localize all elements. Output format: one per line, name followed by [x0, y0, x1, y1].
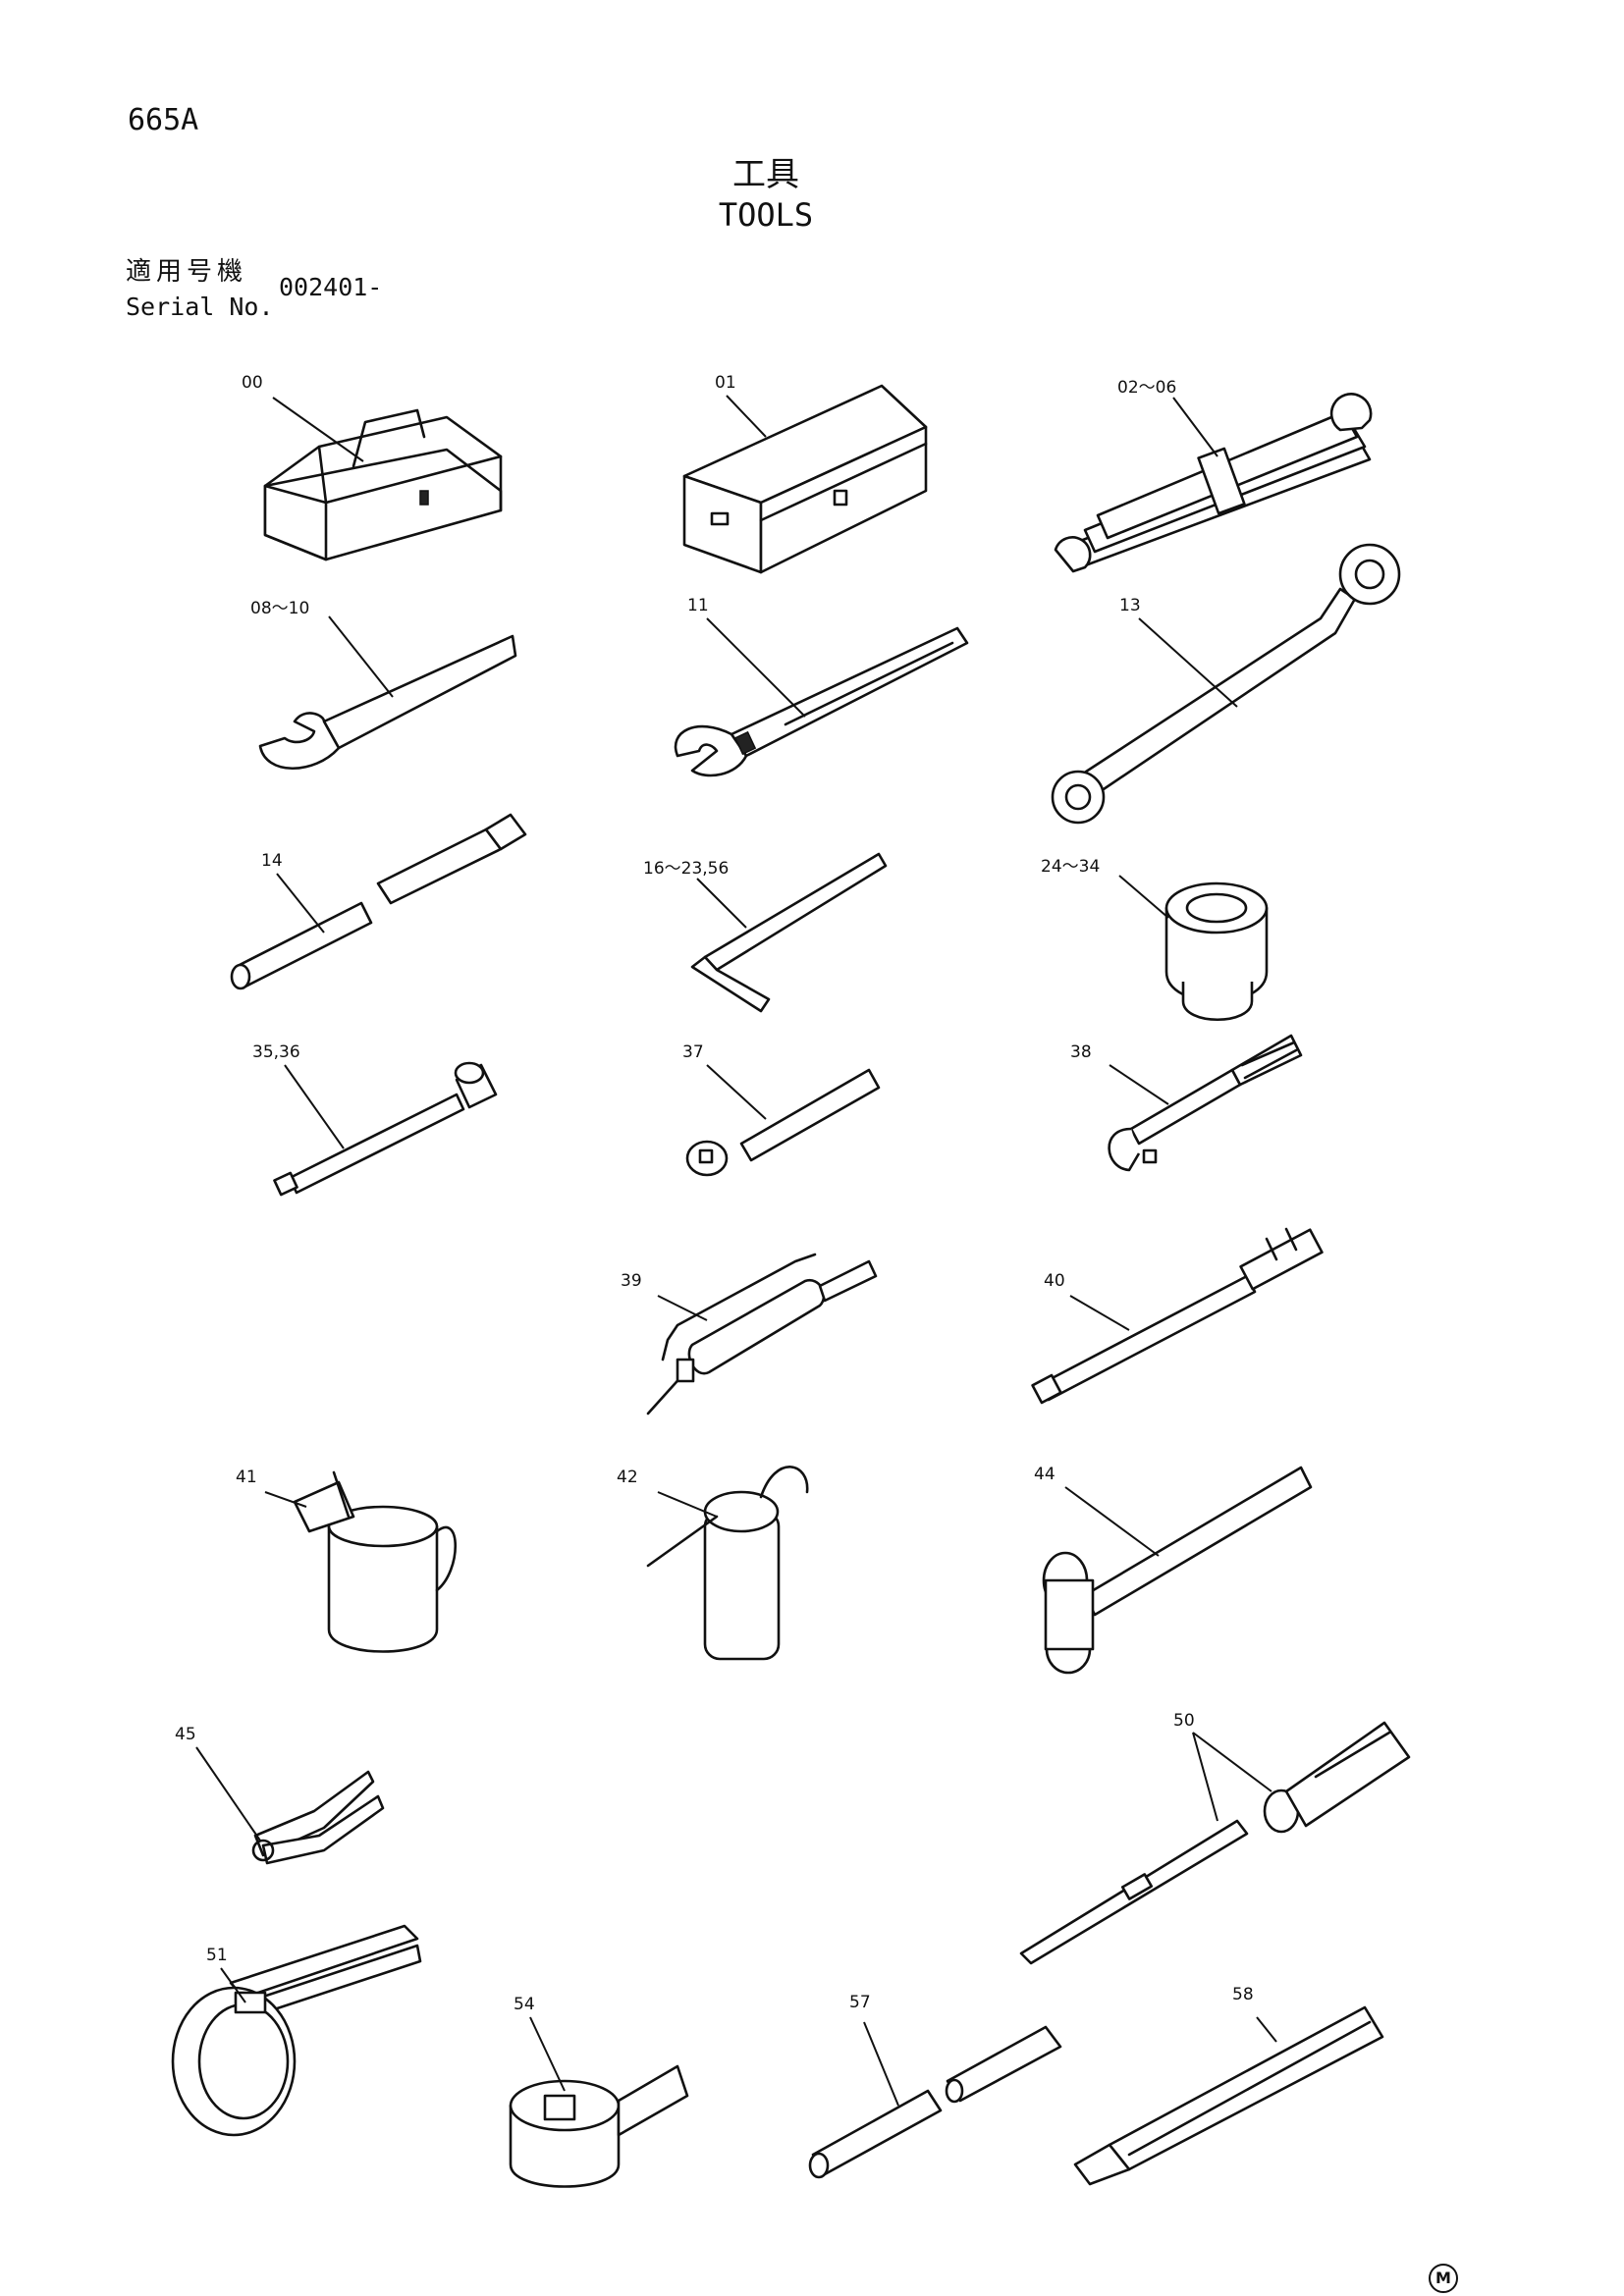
callout-label: 57 — [849, 1993, 871, 2012]
filter-wrench-drawing — [171, 1924, 422, 2137]
callout-label: 38 — [1070, 1042, 1092, 1062]
page-code: 665A — [128, 103, 199, 137]
callout-leader-lines — [195, 395, 1277, 2107]
callout-label: 11 — [687, 596, 709, 615]
bar-drawing — [230, 813, 527, 990]
callout-label: 44 — [1034, 1465, 1056, 1484]
callout-label: 00 — [242, 373, 263, 393]
tool-case-drawing — [682, 384, 928, 574]
callout-label: 01 — [715, 373, 736, 393]
page-title-jp: 工具 — [732, 155, 799, 194]
page-title: TOOLS — [718, 196, 814, 234]
grease-gun-drawing — [646, 1253, 878, 1415]
callout-label: 41 — [236, 1468, 257, 1487]
oil-can-drawing — [646, 1466, 809, 1661]
hex-key-drawing — [690, 852, 888, 1013]
callout-label: 42 — [617, 1468, 638, 1487]
callout-label: 51 — [206, 1946, 228, 1965]
callout-label: 45 — [175, 1725, 196, 1744]
ratchet-handle-drawing — [685, 1068, 881, 1177]
callout-label: 39 — [621, 1271, 642, 1291]
applicable-serial-label-jp: 適用号機 — [126, 257, 248, 287]
wrench-set-drawing — [1054, 393, 1373, 573]
adjustable-wrench-drawing — [674, 626, 969, 777]
l-handle-drawing — [1108, 1034, 1303, 1172]
chisel-drawing — [1073, 2005, 1384, 2186]
serial-number-label: Serial No. — [126, 293, 274, 321]
callout-label: 08～10 — [250, 599, 310, 618]
socket-adapter-drawing — [509, 2064, 689, 2188]
callout-label: 13 — [1119, 596, 1141, 615]
spanner-drawing — [258, 634, 517, 770]
maker-mark: M — [1429, 2264, 1458, 2293]
pliers-drawing — [251, 1770, 385, 1865]
hammer-drawing — [1042, 1466, 1313, 1675]
callout-label: 14 — [261, 851, 283, 871]
callout-label: 58 — [1232, 1985, 1254, 2004]
callout-label: 02～06 — [1117, 378, 1177, 398]
screwdriver-set-drawing — [1019, 1721, 1411, 1965]
callout-label: 50 — [1173, 1711, 1195, 1731]
socket-drawing — [1164, 881, 1269, 1021]
box-wrench-drawing — [1051, 543, 1401, 825]
callout-label: 16～23,56 — [643, 859, 730, 879]
callout-label: 40 — [1044, 1271, 1065, 1291]
callout-label: 54 — [514, 1995, 535, 2014]
callout-label: 37 — [682, 1042, 704, 1062]
serial-number-value: 002401- — [279, 273, 383, 301]
oil-jug-drawing — [293, 1470, 458, 1653]
pipe-drawing — [808, 2025, 1062, 2179]
callout-label: 24～34 — [1041, 857, 1101, 877]
toolbox-drawing — [263, 408, 503, 561]
torque-wrench-drawing — [1031, 1227, 1324, 1405]
extension-bar-drawing — [273, 1061, 498, 1197]
callout-label: 35,36 — [252, 1042, 300, 1062]
